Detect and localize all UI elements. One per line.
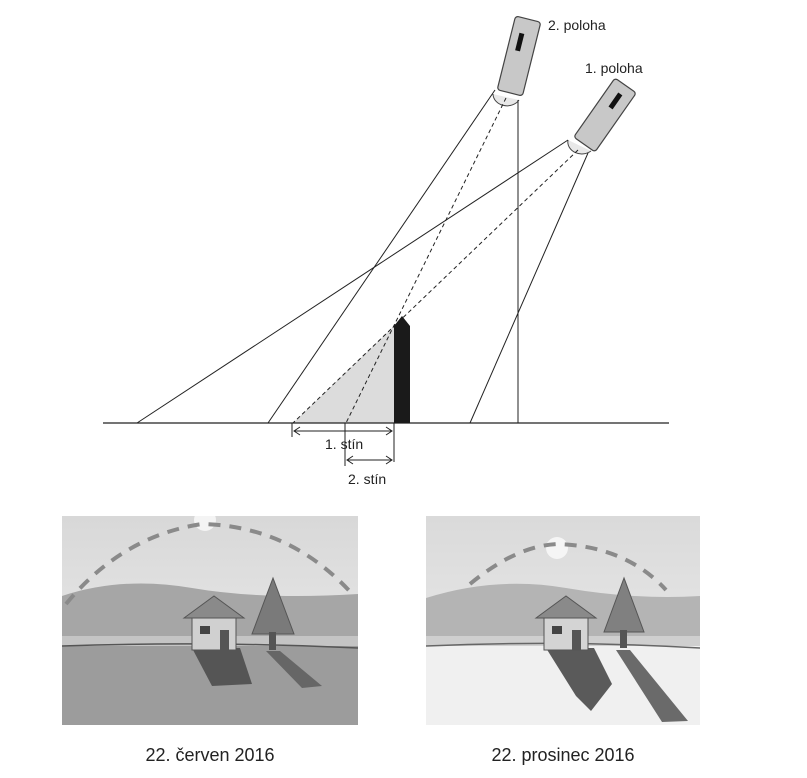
sun-icon xyxy=(546,537,568,559)
label-shadow-1: 1. stín xyxy=(325,436,363,452)
shadow-1-dimension xyxy=(291,423,395,462)
photo-winter xyxy=(426,516,700,725)
label-shadow-2: 2. stín xyxy=(348,471,386,487)
ray-1 xyxy=(292,149,579,424)
ray-2 xyxy=(345,97,507,424)
label-position-1: 1. poloha xyxy=(585,60,643,76)
label-position-2: 2. poloha xyxy=(548,17,606,33)
photo-summer xyxy=(62,516,358,725)
pole xyxy=(394,316,410,423)
caption-summer: 22. červen 2016 xyxy=(145,745,275,765)
lamp-position-1 xyxy=(567,78,636,155)
sun-icon xyxy=(194,516,216,531)
shadow-2-dimension xyxy=(344,423,393,466)
lamp-position-2 xyxy=(492,16,541,107)
shadow-diagram: 2. poloha 1. poloha 1. stín 2. stín xyxy=(103,16,669,487)
caption-winter: 22. prosinec 2016 xyxy=(491,745,635,765)
